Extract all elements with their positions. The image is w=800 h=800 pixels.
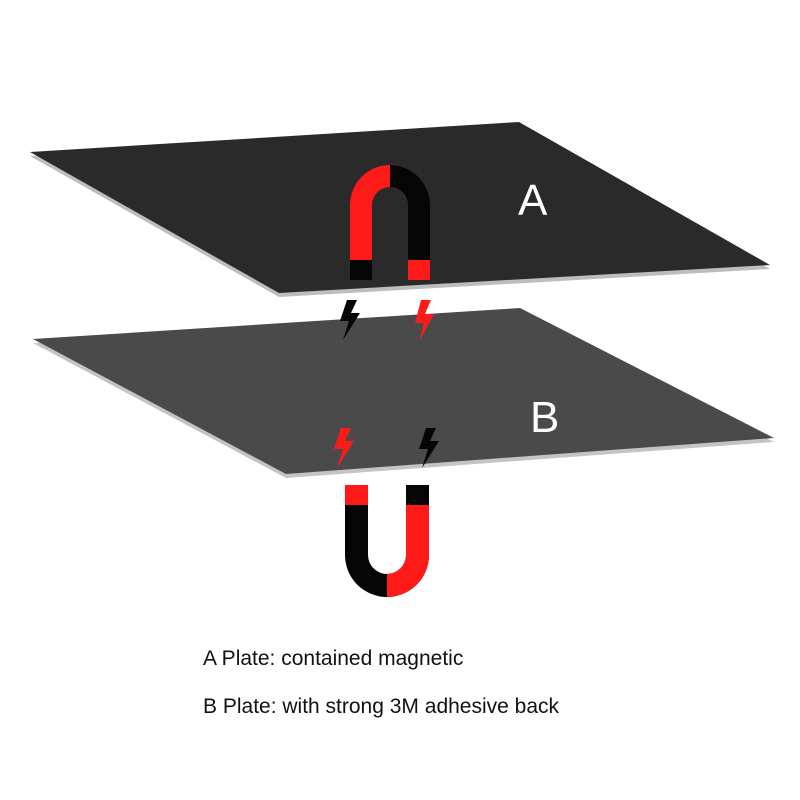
top-horseshoe-magnet	[350, 165, 430, 280]
plate-captions: A Plate: contained magnetic B Plate: wit…	[203, 648, 763, 718]
bottom-magnet-red-body	[387, 505, 429, 597]
top-magnet-black-pole	[350, 260, 372, 280]
bottom-horseshoe-magnet	[345, 485, 429, 597]
top-magnet-red-pole	[408, 260, 430, 280]
bottom-left-lightning-bolt-icon	[334, 428, 354, 468]
top-left-lightning-bolt-icon	[340, 300, 360, 340]
plate-a-label: A	[518, 176, 548, 225]
plate-a: A	[30, 122, 770, 297]
plate-a-surface	[30, 122, 770, 293]
top-magnet-black-body	[390, 165, 430, 260]
plate-b: B	[33, 308, 774, 478]
plate-b-label: B	[530, 393, 559, 442]
bottom-magnet-black-pole	[406, 485, 429, 505]
bottom-right-lightning-bolt-icon	[419, 428, 439, 468]
plate-a-caption: A Plate: contained magnetic	[203, 647, 464, 670]
plate-b-surface	[33, 308, 774, 474]
top-right-lightning-bolt-icon	[415, 300, 434, 342]
bottom-magnet-red-pole	[345, 485, 368, 505]
plate-b-caption: B Plate: with strong 3M adhesive back	[203, 695, 560, 718]
